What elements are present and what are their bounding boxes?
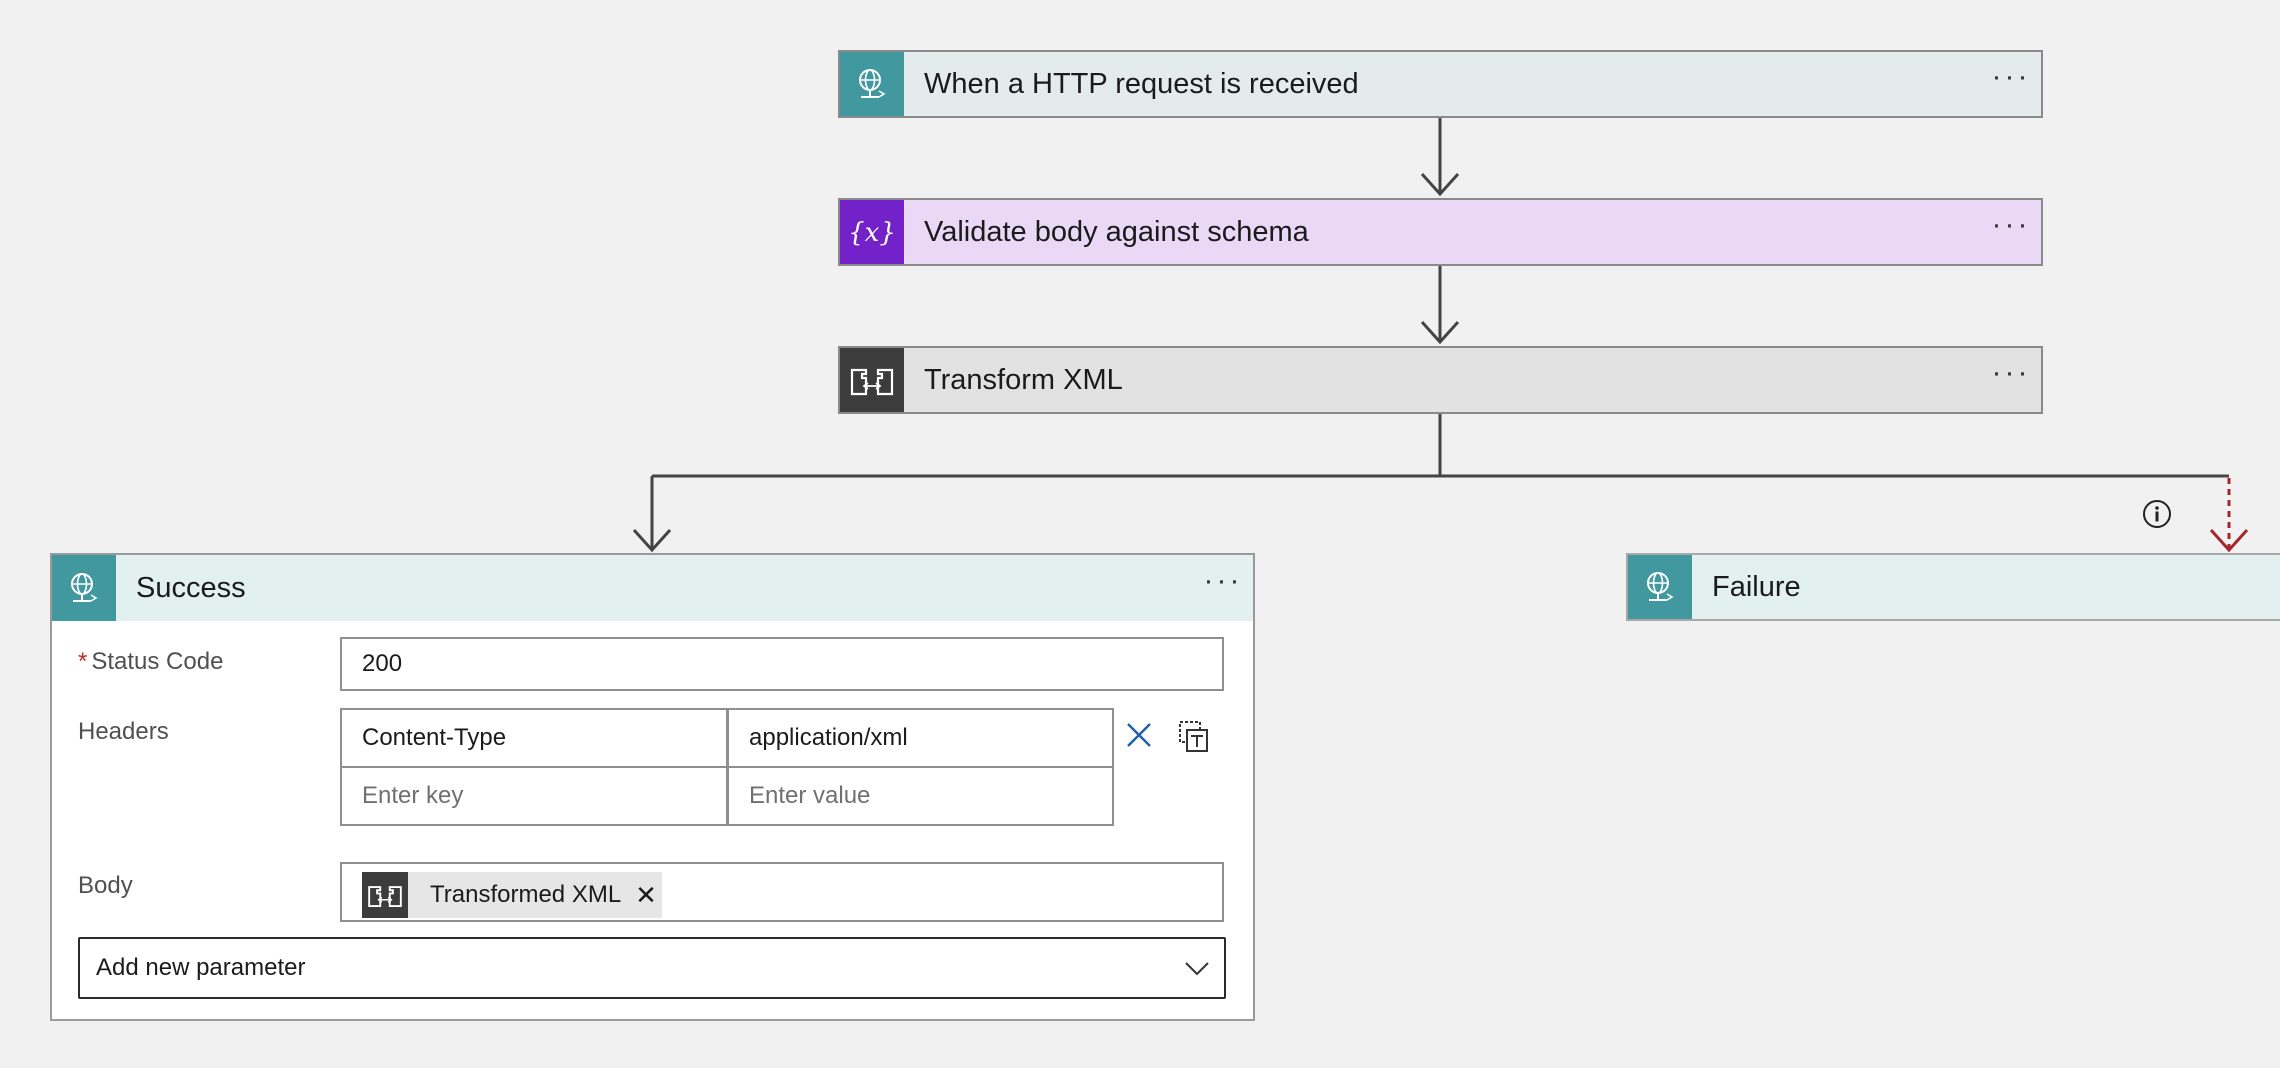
info-icon[interactable] [2142, 499, 2172, 529]
success-header[interactable]: Success ··· [52, 555, 1253, 621]
token-label: Transformed XML [430, 881, 622, 908]
add-parameter-label: Add new parameter [96, 954, 306, 981]
required-marker: * [78, 648, 88, 675]
header-value-input[interactable]: application/xml [727, 708, 1114, 768]
more-options-icon[interactable]: ··· [1203, 564, 1243, 597]
status-code-label: *Status Code [78, 648, 223, 676]
http-globe-icon [1628, 555, 1692, 619]
header-key-input[interactable]: Content-Type [340, 708, 728, 768]
step-validate-body[interactable]: {x} Validate body against schema ··· [838, 198, 2043, 266]
transform-xml-icon [840, 348, 904, 412]
chevron-down-icon [1184, 955, 1210, 988]
delete-header-icon[interactable] [1124, 720, 1154, 750]
status-code-input[interactable]: 200 [340, 637, 1224, 691]
http-globe-icon [840, 52, 904, 116]
http-globe-icon [52, 555, 116, 621]
more-options-icon[interactable]: ··· [1991, 60, 2031, 93]
remove-token-icon[interactable]: ✕ [635, 879, 657, 910]
body-label: Body [78, 872, 133, 899]
success-title: Success [136, 571, 246, 604]
failure-title: Failure [1712, 570, 1801, 603]
body-token[interactable]: Transformed XML ✕ [362, 872, 662, 918]
step-title: Validate body against schema [924, 215, 1309, 248]
header-key-input-empty[interactable]: Enter key [340, 766, 728, 826]
add-new-parameter-dropdown[interactable]: Add new parameter [78, 937, 1226, 999]
svg-text:{x}: {x} [850, 218, 894, 248]
more-options-icon[interactable]: ··· [1991, 208, 2031, 241]
header-value-input-empty[interactable]: Enter value [727, 766, 1114, 826]
step-title: Transform XML [924, 363, 1123, 396]
status-code-label-text: Status Code [91, 648, 224, 675]
switch-text-mode-icon[interactable] [1178, 720, 1210, 754]
headers-label: Headers [78, 718, 169, 745]
step-failure-response[interactable]: Failure [1626, 553, 2280, 621]
step-http-trigger[interactable]: When a HTTP request is received ··· [838, 50, 2043, 118]
transform-xml-icon [362, 872, 408, 918]
variable-braces-icon: {x} [840, 200, 904, 264]
step-transform-xml[interactable]: Transform XML ··· [838, 346, 2043, 414]
more-options-icon[interactable]: ··· [1991, 356, 2031, 389]
step-title: When a HTTP request is received [924, 67, 1359, 100]
